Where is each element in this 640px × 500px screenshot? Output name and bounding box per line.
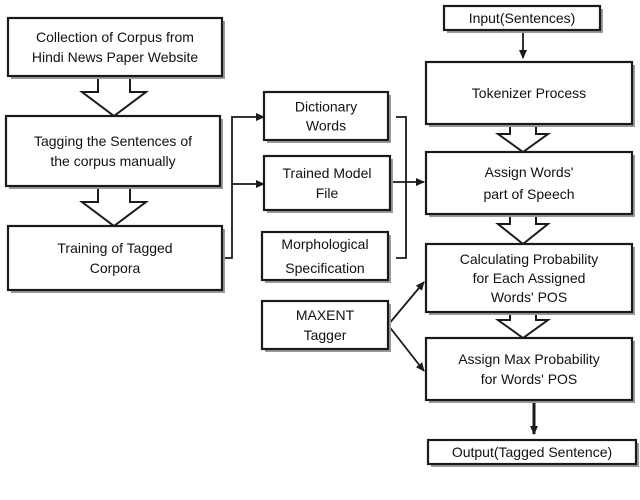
node-box [424, 150, 634, 216]
node-box [424, 60, 634, 126]
edge-dictionary-to-assign [396, 116, 407, 182]
node-label: Collection of Corpus from [36, 29, 194, 45]
node-box [424, 336, 634, 402]
node-assign-max: Assign Max Probability for Words' POS [424, 336, 635, 403]
node-label: Corpora [90, 260, 141, 276]
node-tagging: Tagging the Sentences of the corpus manua… [4, 114, 223, 189]
node-label: Specification [285, 260, 364, 276]
node-label: Morphological [281, 236, 368, 252]
node-label: File [316, 185, 339, 201]
node-label: Words' POS [491, 289, 567, 305]
node-label: Tagging the Sentences of [34, 133, 192, 149]
node-box [426, 438, 638, 466]
node-label: Trained Model [283, 165, 372, 181]
node-label: Hindi News Paper Website [32, 49, 198, 65]
node-output: Output(Tagged Sentence) [426, 438, 639, 467]
arrow-tokenizer-to-assign [494, 123, 552, 154]
node-box [260, 299, 390, 351]
arrow-calc-to-assign-max [494, 311, 552, 340]
node-label: Input(Sentences) [469, 10, 576, 26]
node-label: for Each Assigned [473, 270, 586, 286]
node-box [6, 16, 224, 78]
node-label: for Words' POS [481, 371, 578, 387]
arrow-assign-to-calc [495, 213, 551, 246]
node-box [424, 242, 634, 314]
node-box [6, 224, 224, 292]
node-label: Tagger [304, 327, 347, 343]
node-label: MAXENT [296, 307, 355, 323]
node-label: the corpus manually [50, 153, 175, 169]
node-label: Dictionary [295, 99, 357, 115]
node-assign-pos: Assign Words' part of Speech [424, 150, 635, 217]
node-label: Calculating Probability [460, 251, 599, 267]
edge-morph-to-assign [396, 182, 407, 259]
node-label: Output(Tagged Sentence) [452, 444, 612, 460]
node-input: Input(Sentences) [442, 4, 603, 33]
node-label: Words [306, 118, 346, 134]
node-label: Assign Words' [485, 164, 574, 180]
arrow-collection-to-tagging [79, 75, 149, 118]
edge-training-to-dictionary [222, 113, 265, 259]
node-label: part of Speech [483, 186, 574, 202]
node-label: Training of Tagged [57, 240, 172, 256]
node-calc-prob: Calculating Probability for Each Assigned… [424, 242, 635, 315]
node-box [442, 4, 602, 32]
node-label: Tokenizer Process [472, 85, 586, 101]
arrow-tagging-to-training [79, 185, 149, 228]
edge-maxent-to-calc [387, 281, 425, 326]
node-maxent: MAXENT Tagger [260, 299, 391, 352]
node-box [4, 114, 222, 188]
node-box [262, 154, 392, 212]
edge-maxent-to-assign-max [387, 324, 425, 372]
node-box [262, 90, 390, 142]
node-label: Assign Max Probability [458, 351, 600, 367]
node-box [260, 230, 390, 282]
node-tokenizer: Tokenizer Process [424, 60, 635, 127]
